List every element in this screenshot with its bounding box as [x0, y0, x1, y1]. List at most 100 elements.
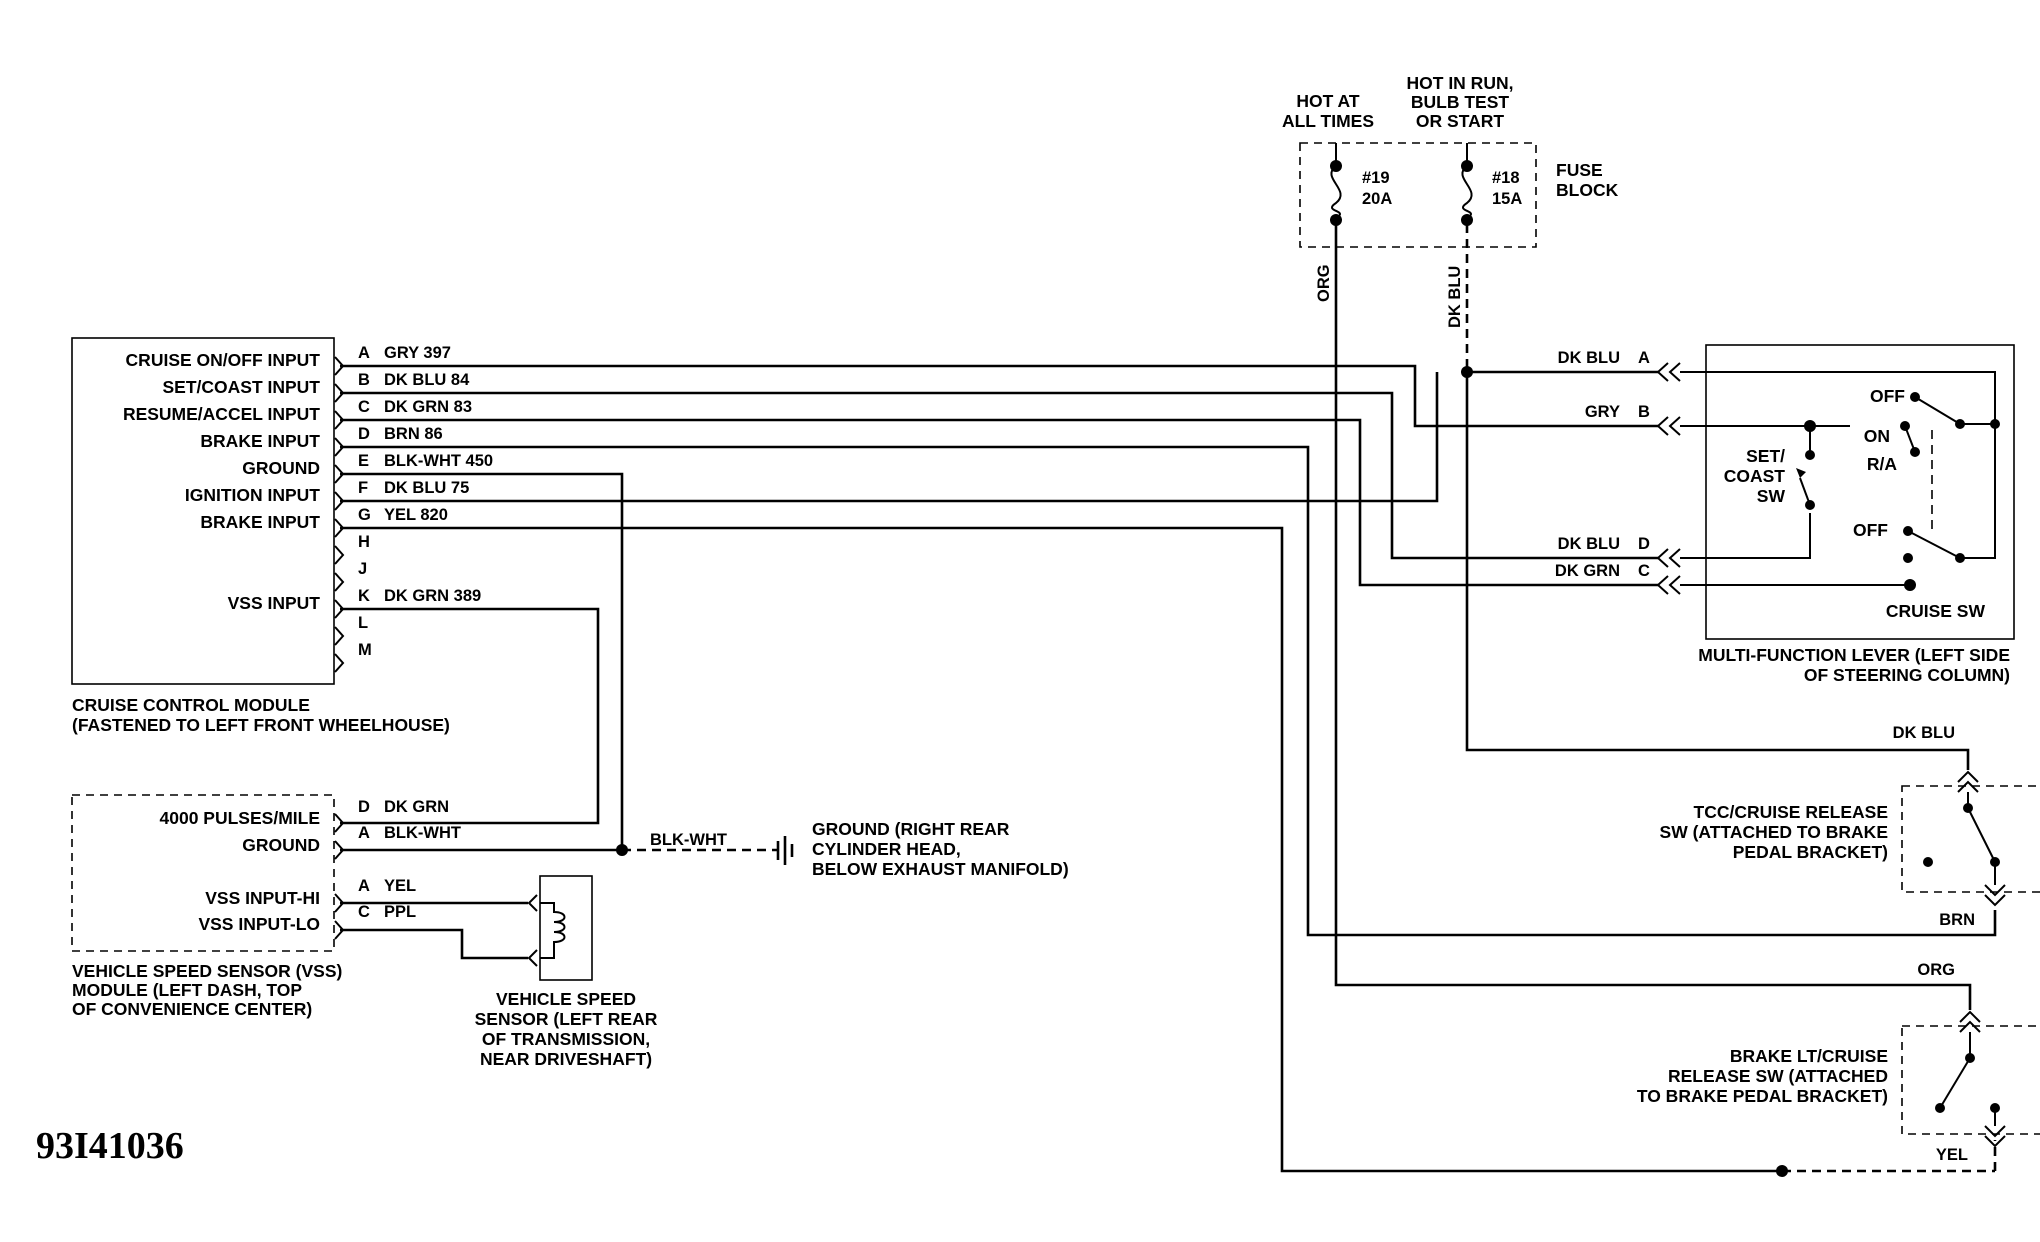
switch-lower-join	[1960, 426, 1996, 559]
vss-label-input-lo: VSS INPUT-LO	[198, 914, 320, 934]
tcc-caption-2: SW (ATTACHED TO BRAKE	[1660, 822, 1888, 842]
speed-sensor-caption-1: VEHICLE SPEED	[496, 989, 636, 1009]
brake-light-cruise-release-switch: ORG BRAKE LT/CRUISE RELEASE SW (ATTACHED…	[1637, 961, 2040, 1164]
tcc-wire-in-label: DK BLU	[1893, 724, 1955, 742]
conn-c-pin: C	[1638, 562, 1650, 580]
speed-sensor-connector-hi	[527, 894, 538, 912]
fuse19-rating: 20A	[1362, 190, 1392, 208]
conn-d-pin: D	[1638, 535, 1650, 553]
cruise-module-wire-label-b: DK BLU 84	[384, 371, 470, 389]
brake-contact-left	[1935, 1103, 1945, 1113]
tcc-caption-1: TCC/CRUISE RELEASE	[1694, 802, 1888, 822]
cruise-module-pin-f: F	[358, 479, 368, 497]
switch-upper-arm	[1914, 396, 1961, 425]
ground-wire-label: BLK-WHT	[650, 831, 727, 849]
brake-wire-in-label: ORG	[1917, 961, 1955, 979]
tcc-connector-top	[1957, 770, 1979, 783]
cruise-sw-label: CRUISE SW	[1886, 601, 1986, 621]
cruise-module-caption-2: (FASTENED TO LEFT FRONT WHEELHOUSE)	[72, 715, 450, 735]
brake-connector-top	[1959, 1010, 1981, 1023]
ground-caption-2: CYLINDER HEAD,	[812, 839, 961, 859]
cruise-module-pin-label-k: VSS INPUT	[228, 593, 321, 613]
cruise-module-connector-m	[334, 653, 345, 673]
vss-wire-dkgrn-label: DK GRN	[384, 798, 449, 816]
tcc-connector-top-2	[1957, 780, 1979, 793]
cruise-module-pin-label-e: GROUND	[242, 458, 320, 478]
multifunction-connector-c-1	[1656, 575, 1669, 595]
vss-pin-d: D	[358, 798, 370, 816]
multifunction-connector-a-2	[1668, 362, 1681, 382]
splice-yel	[1776, 1165, 1788, 1177]
wire-brn-86	[340, 445, 1997, 937]
cruise-module-pin-d: D	[358, 425, 370, 443]
set-coast-arrow	[1796, 468, 1806, 478]
vss-pin-a2: A	[358, 877, 370, 895]
wire-blkwht-450	[340, 472, 624, 850]
cruise-module-pin-label-c: RESUME/ACCEL INPUT	[123, 404, 320, 424]
multifunction-caption-1: MULTI-FUNCTION LEVER (LEFT SIDE	[1698, 645, 2010, 665]
vss-caption-1: VEHICLE SPEED SENSOR (VSS)	[72, 961, 342, 981]
tcc-connector-bottom	[1984, 884, 2006, 897]
multifunction-connector-c-2	[1668, 575, 1681, 595]
wire-dkgrn-389	[340, 607, 600, 825]
brake-caption-1: BRAKE LT/CRUISE	[1730, 1046, 1888, 1066]
set-coast-arm	[1799, 477, 1811, 506]
cruise-module-pin-a: A	[358, 344, 370, 362]
brake-wire-out-label: YEL	[1936, 1146, 1968, 1164]
cruise-module-wire-label-f: DK BLU 75	[384, 479, 469, 497]
multifunction-connector-b-1	[1656, 416, 1669, 436]
brake-connector-top-2	[1959, 1020, 1981, 1033]
lever-line-d	[1680, 513, 1811, 559]
wire-dkblu-84	[340, 391, 1658, 560]
cruise-module-pin-e: E	[358, 452, 369, 470]
hot-in-run-3: OR START	[1416, 111, 1504, 131]
speed-sensor-coil	[540, 902, 566, 959]
wiring	[340, 220, 1997, 1177]
switch-ra-arm	[1904, 425, 1916, 453]
vss-connector-3	[334, 893, 345, 913]
vss-wire-yel-label: YEL	[384, 877, 416, 895]
vss-label-ground: GROUND	[242, 835, 320, 855]
speed-sensor-caption-2: SENSOR (LEFT REAR	[475, 1009, 658, 1029]
switch-ra-label: R/A	[1867, 454, 1898, 474]
wire-dkblu-to-tcc	[1465, 372, 1970, 770]
tcc-contact-left	[1923, 857, 1933, 867]
wire-dkgrn-83	[340, 418, 1658, 587]
cruise-module-pin-label-f: IGNITION INPUT	[185, 485, 320, 505]
conn-c-wire: DK GRN	[1555, 562, 1620, 580]
switch-lower-arm	[1907, 530, 1961, 559]
brake-connector-bottom	[1984, 1125, 2006, 1138]
fuse19-element	[1330, 165, 1342, 219]
cruise-module-pin-h: H	[358, 533, 370, 551]
tcc-connector-bottom-2	[1984, 894, 2006, 907]
switch-off-label-2: OFF	[1853, 520, 1888, 540]
brake-caption-3: TO BRAKE PEDAL BRACKET)	[1637, 1086, 1888, 1106]
cruise-module-pin-b: B	[358, 371, 370, 389]
cruise-module-pin-g: G	[358, 506, 371, 524]
vss-connector-1	[334, 813, 345, 833]
hot-at-all-times-1: HOT AT	[1296, 91, 1359, 111]
fuse19-number: #19	[1362, 169, 1390, 187]
fuse18-terminal-bottom	[1461, 214, 1473, 226]
cruise-module-pin-label-d: BRAKE INPUT	[200, 431, 320, 451]
cruise-module-pin-j: J	[358, 560, 367, 578]
fuse18-rating: 15A	[1492, 190, 1522, 208]
ground-caption-1: GROUND (RIGHT REAR	[812, 819, 1010, 839]
ground-symbol: GROUND (RIGHT REAR CYLINDER HEAD, BELOW …	[776, 819, 1069, 879]
fuse-block-title-2: BLOCK	[1556, 180, 1619, 200]
cruise-module-wire-label-a: GRY 397	[384, 344, 451, 362]
set-coast-label-2: COAST	[1724, 466, 1786, 486]
multifunction-connector-a-1	[1656, 362, 1669, 382]
fuse18-number: #18	[1492, 169, 1520, 187]
vss-caption-2: MODULE (LEFT DASH, TOP	[72, 980, 302, 1000]
tcc-cruise-release-switch: DK BLU TCC/CRUISE RELEASE SW (ATTACHED T…	[1660, 724, 2040, 929]
figure-id: 93I41036	[36, 1125, 184, 1167]
cruise-module-wire-label-c: DK GRN 83	[384, 398, 472, 416]
speed-sensor-connector-lo	[527, 949, 538, 967]
hot-in-run-2: BULB TEST	[1411, 92, 1510, 112]
cruise-module-wire-label-g: YEL 820	[384, 506, 448, 524]
ground-caption-3: BELOW EXHAUST MANIFOLD)	[812, 859, 1069, 879]
vss-caption-3: OF CONVENIENCE CENTER)	[72, 999, 312, 1019]
fuse-block: HOT AT ALL TIMES HOT IN RUN, BULB TEST O…	[1282, 73, 1619, 248]
